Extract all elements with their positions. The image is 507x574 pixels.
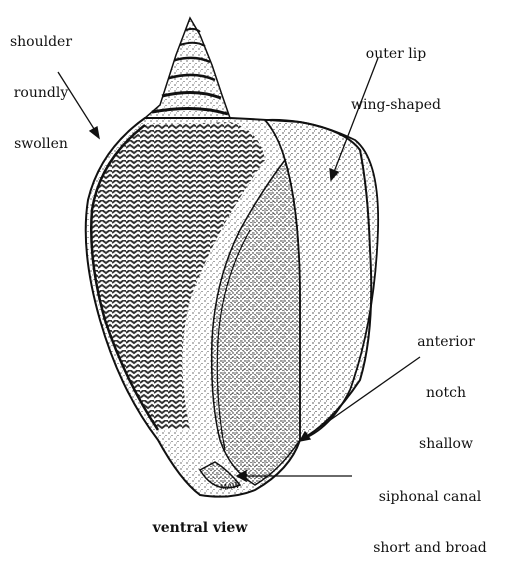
label-siphonal-canal: siphonal canal short and broad bbox=[355, 455, 505, 574]
label-anterior-notch-line-3: shallow bbox=[396, 436, 496, 453]
label-siphonal-canal-line-1: siphonal canal bbox=[355, 489, 505, 506]
label-outer-lip-line-2: wing-shaped bbox=[336, 97, 456, 114]
label-anterior-notch-line-1: anterior bbox=[396, 334, 496, 351]
shell-spire bbox=[145, 18, 230, 118]
label-outer-lip: outer lip wing-shaped bbox=[336, 12, 456, 131]
label-anterior-notch-line-2: notch bbox=[396, 385, 496, 402]
label-shoulder: shoulder roundly swollen bbox=[6, 0, 76, 170]
label-outer-lip-line-1: outer lip bbox=[336, 46, 456, 63]
figure-caption: ventral view bbox=[100, 520, 300, 536]
label-anterior-notch: anterior notch shallow bbox=[396, 300, 496, 470]
label-shoulder-line-3: swollen bbox=[6, 136, 76, 153]
label-shoulder-line-1: shoulder bbox=[6, 34, 76, 51]
label-shoulder-line-2: roundly bbox=[6, 85, 76, 102]
